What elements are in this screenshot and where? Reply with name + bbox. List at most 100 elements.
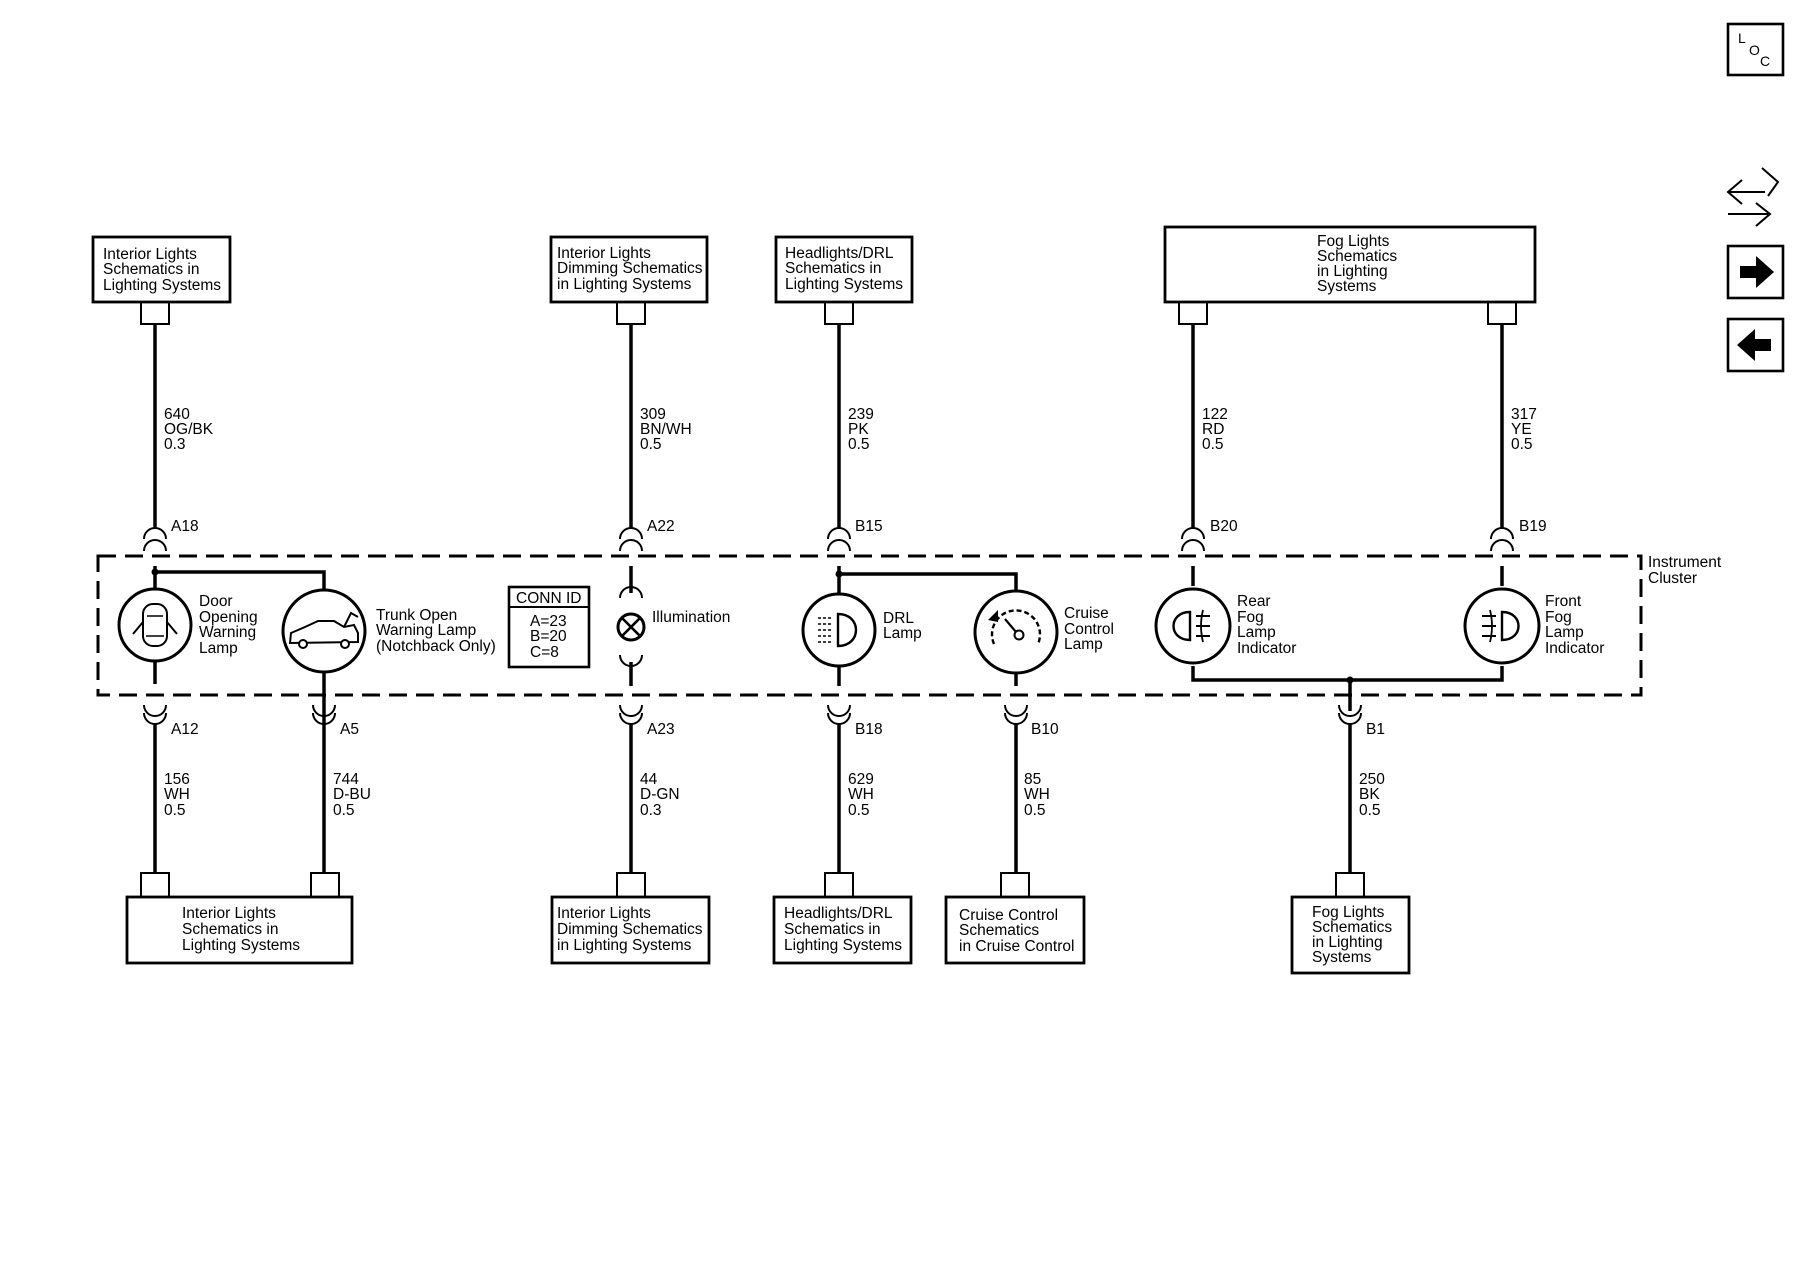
cruise-control-lamp[interactable]: Cruise Control Lamp [973, 589, 1114, 675]
component-label: Warning [199, 624, 256, 641]
ref-box-headlights-drl-bottom[interactable]: Headlights/DRL Schematics in Lighting Sy… [772, 895, 913, 965]
ref-text: Lighting Systems [103, 277, 221, 294]
wire-color: WH [1024, 786, 1050, 803]
wire-circuit: 317 [1511, 406, 1537, 423]
ref-text: Systems [1317, 278, 1377, 295]
ref-box-fog-lights-top[interactable]: Fog Lights Schematics in Lighting System… [1163, 225, 1537, 304]
arrow-right-icon [1740, 256, 1774, 288]
wire-circuit: 640 [164, 406, 190, 423]
wire-circuit: 239 [848, 406, 874, 423]
ref-box-interior-dimming-top[interactable]: Interior Lights Dimming Schematics in Li… [549, 235, 709, 304]
wire-label-44: 44 D-GN 0.3 [640, 771, 680, 819]
illumination-bulb[interactable]: Illumination [616, 609, 730, 642]
wire-circuit: 250 [1359, 771, 1385, 788]
ref-box-cruise-control-bottom[interactable]: Cruise Control Schematics in Cruise Cont… [944, 895, 1086, 965]
component-label: Lamp [883, 625, 922, 642]
wire-label-629: 629 WH 0.5 [848, 771, 874, 819]
wire-label-156: 156 WH 0.5 [164, 771, 190, 819]
wire-label-640: 640 OG/BK 0.3 [164, 406, 214, 453]
component-label: (Notchback Only) [376, 638, 496, 655]
ref-text: Cruise Control [959, 907, 1058, 924]
cruise-control-icon [988, 609, 1042, 645]
drl-lamp[interactable]: DRL Lamp [801, 592, 922, 668]
wire-circuit: 85 [1024, 771, 1041, 788]
pin-label: B18 [855, 721, 883, 738]
ref-text: Schematics in [785, 260, 881, 277]
arrow-left-icon [1737, 329, 1771, 361]
component-label: Trunk Open [376, 607, 457, 624]
wire-color: BK [1359, 786, 1380, 803]
ref-text: Schematics [1312, 919, 1392, 936]
pin-label: A22 [647, 518, 675, 535]
conn-id-row: C=8 [530, 644, 559, 661]
wire-circuit: 744 [333, 771, 359, 788]
ref-box-headlights-drl-top[interactable]: Headlights/DRL Schematics in Lighting Sy… [774, 235, 914, 304]
ref-text: in Cruise Control [959, 938, 1074, 955]
pin-label: B15 [855, 518, 883, 535]
splice-dot [835, 570, 843, 578]
connector-swap-icon[interactable] [1726, 167, 1780, 227]
splice-dot [1346, 676, 1354, 684]
loc-letter: L [1738, 30, 1746, 46]
wire-label-744: 744 D-BU 0.5 [333, 771, 371, 819]
wire-label-317: 317 YE 0.5 [1511, 406, 1537, 453]
component-label: Control [1064, 621, 1114, 638]
ref-text: Interior Lights [182, 905, 276, 922]
ref-text: Schematics [959, 922, 1039, 939]
pin-label: A12 [171, 721, 199, 738]
door-opening-warning-lamp[interactable]: Door Opening Warning Lamp [117, 587, 258, 663]
pin-label: B1 [1366, 721, 1385, 738]
wire-circuit: 122 [1202, 406, 1228, 423]
wire-circuit: 156 [164, 771, 190, 788]
ref-text: in Lighting Systems [557, 937, 692, 954]
wire-gauge: 0.5 [1511, 436, 1533, 453]
wire-circuit: 309 [640, 406, 666, 423]
ref-box-fog-lights-bottom[interactable]: Fog Lights Schematics in Lighting System… [1290, 895, 1411, 975]
ref-text: in Lighting Systems [557, 276, 692, 293]
wire-color: BN/WH [640, 421, 692, 438]
component-label: Lamp [1237, 624, 1276, 641]
loc-letter: C [1760, 53, 1770, 69]
module-label: Cluster [1648, 570, 1697, 587]
ref-text: Schematics in [784, 921, 880, 938]
prev-button[interactable] [1726, 317, 1785, 373]
wire-circuit: 44 [640, 771, 658, 788]
wire-color: D-GN [640, 786, 680, 803]
wire-color: WH [164, 786, 190, 803]
component-label: Fog [1237, 609, 1264, 626]
connector-pins [143, 527, 1514, 725]
pin-label: B19 [1519, 518, 1547, 535]
ref-text: Lighting Systems [785, 276, 903, 293]
ref-text: in Lighting [1312, 934, 1383, 951]
component-label: Rear [1237, 593, 1271, 610]
ref-box-interior-lights-bottom[interactable]: Interior Lights Schematics in Lighting S… [125, 895, 354, 965]
ref-text: Lighting Systems [784, 937, 902, 954]
loc-button[interactable]: L O C [1726, 22, 1785, 77]
wires [153, 324, 1504, 873]
ref-box-interior-lights-top[interactable]: Interior Lights Schematics in Lighting S… [91, 235, 232, 304]
component-label: Fog [1545, 609, 1572, 626]
wire-label-239: 239 PK 0.5 [848, 406, 874, 453]
wire-gauge: 0.5 [333, 802, 355, 819]
wire-label-309: 309 BN/WH 0.5 [640, 406, 692, 453]
ref-text: Lighting Systems [182, 937, 300, 954]
component-label: Warning Lamp [376, 622, 476, 639]
ref-text: Fog Lights [1312, 904, 1385, 921]
wire-color: RD [1202, 421, 1224, 438]
trunk-open-warning-lamp[interactable]: Trunk Open Warning Lamp (Notchback Only) [281, 588, 496, 674]
wire-color: WH [848, 786, 874, 803]
ref-box-interior-dimming-bottom[interactable]: Interior Lights Dimming Schematics in Li… [550, 895, 711, 965]
pin-label: A23 [647, 721, 675, 738]
ref-text: Interior Lights [557, 905, 651, 922]
wire-gauge: 0.5 [848, 436, 870, 453]
rear-fog-lamp-indicator[interactable]: Rear Fog Lamp Indicator [1154, 587, 1296, 665]
conn-id-table: CONN ID A=23 B=20 C=8 [507, 585, 591, 669]
wire-gauge: 0.3 [164, 436, 186, 453]
next-button[interactable] [1726, 244, 1785, 300]
instrument-cluster-outline [96, 554, 1643, 697]
wire-gauge: 0.5 [164, 802, 186, 819]
front-fog-lamp-indicator[interactable]: Front Fog Lamp Indicator [1463, 587, 1604, 665]
component-label: DRL [883, 610, 914, 627]
wire-color: YE [1511, 421, 1532, 438]
